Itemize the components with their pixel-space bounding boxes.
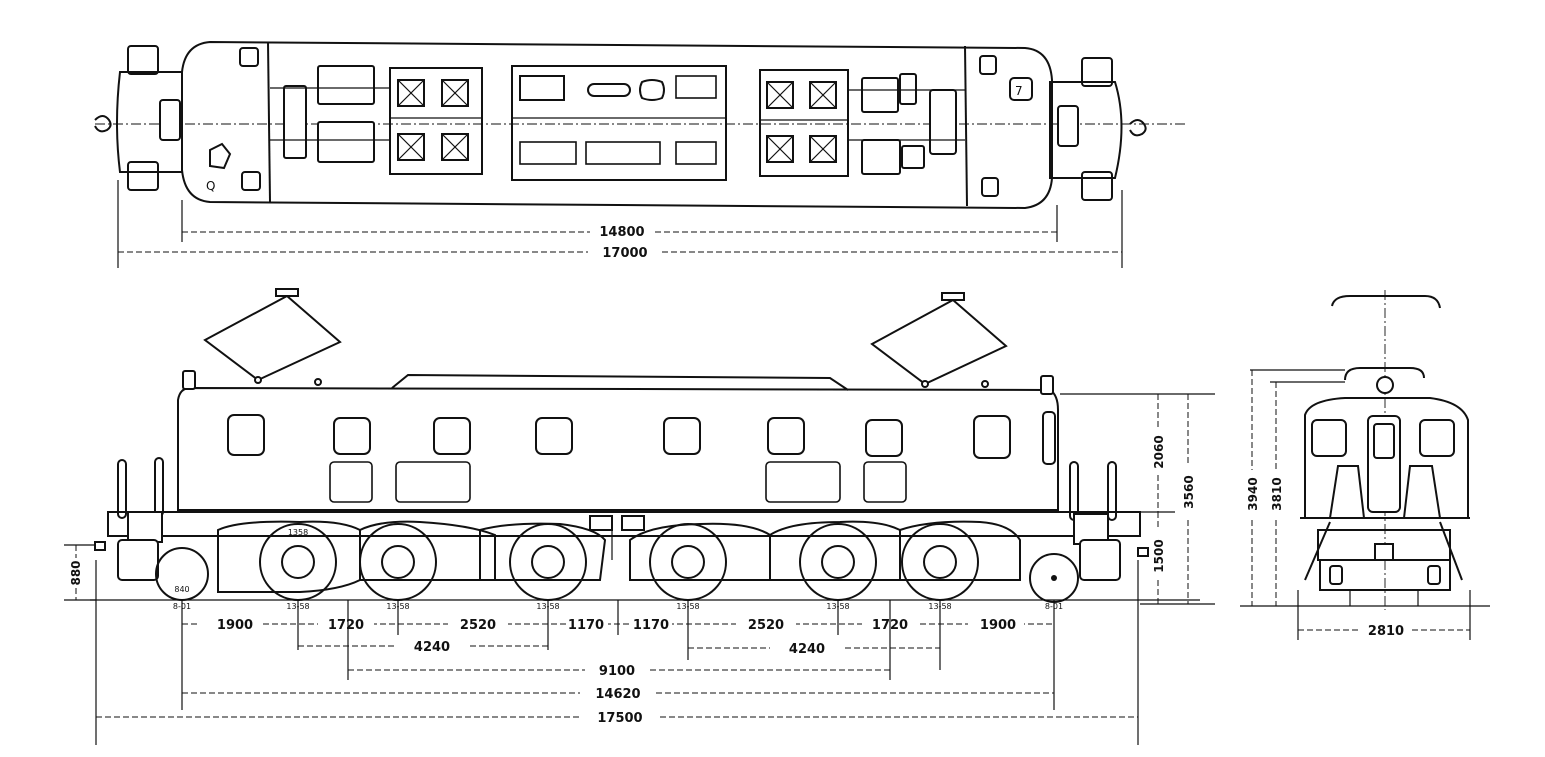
- dim-bogie-centres: 9100: [599, 664, 635, 679]
- dim-row-bogie-base: 4240 4240: [298, 640, 940, 657]
- buffer-beam-left: [127, 511, 163, 543]
- underframe: [107, 511, 1141, 537]
- equipment-right: [848, 73, 965, 175]
- side-coupler-height: 880: [64, 544, 96, 601]
- dim-body-length: 14800: [599, 225, 644, 240]
- plan-dim-overall: 17000: [117, 180, 1123, 268]
- dim-axle3-to-centre: 1170: [568, 618, 604, 633]
- side-windows: [227, 411, 1056, 465]
- dim-row-bogie-centres: 9100: [347, 600, 891, 680]
- dim-roof-height: 3560: [1182, 475, 1196, 508]
- dim-length-over-couplers: 17500: [597, 711, 642, 726]
- pilot-truck-frame-right: [1079, 539, 1121, 581]
- dim-row-wheelbase: 14620: [182, 687, 1054, 702]
- dim-axle2-to-axle3: 2520: [460, 618, 496, 633]
- dim-bogie-base-right: 4240: [789, 642, 825, 657]
- dim-row-axles: 1900 1720 2520 1170 1170 2520 1720 1900: [181, 600, 1055, 710]
- dim-pantograph-height: 3940: [1246, 477, 1260, 510]
- end-view: 3940 3810 2810: [1240, 290, 1490, 640]
- coupler-left-icon: [94, 115, 112, 133]
- pantograph-right: [870, 292, 1008, 388]
- plan-body-outline: [181, 40, 1053, 210]
- dim-pilot-to-axle1: 1900: [217, 618, 253, 633]
- handbrake-wheel-icon: [209, 142, 232, 170]
- dim-frame-height: 1500: [1152, 539, 1166, 572]
- dim-overall-length: 17000: [602, 246, 647, 261]
- coupler-right-side-icon: [1137, 547, 1149, 557]
- end-pantograph-base: [1344, 367, 1425, 381]
- resistor-block-left: [389, 67, 483, 175]
- wheel-label-pilot-left: 840: [174, 585, 189, 594]
- pilot-truck-frame-left: [117, 539, 159, 581]
- dim-roof-height-end: 3810: [1270, 477, 1284, 510]
- dim-coupler-height: 880: [69, 560, 83, 585]
- plan-view: Q 7: [94, 40, 1185, 268]
- cab-bulkhead-right: [964, 45, 968, 207]
- right-end-beam: [1049, 57, 1123, 201]
- dim-width: 2810: [1368, 624, 1404, 639]
- end-window-left: [1311, 419, 1347, 457]
- end-body-outline: [1304, 397, 1469, 519]
- end-window-right: [1419, 419, 1455, 457]
- side-louvres: [329, 461, 907, 503]
- dim-axle4-to-axle5: 2520: [748, 618, 784, 633]
- cab-mark-right: 7: [1015, 84, 1023, 98]
- dim-body-height: 2060: [1152, 435, 1166, 468]
- equipment-left: [270, 65, 390, 163]
- end-pantograph-head: [1331, 295, 1441, 309]
- centre-equipment: [511, 65, 727, 181]
- intermediate-coupling: [589, 515, 645, 560]
- svg-text:1358: 1358: [288, 528, 308, 537]
- side-vertical-dims: 2060 1500 3560: [1060, 393, 1215, 605]
- marker-light-left: [182, 370, 196, 390]
- left-end-beam: [116, 45, 183, 191]
- side-view: 840 1358 8-01 13-58 13-58 13-58 13-58 13…: [64, 288, 1215, 745]
- cab-mark-left: Q: [206, 179, 215, 193]
- dim-row-overall: 17500: [95, 560, 1139, 745]
- coupler-right-icon: [1129, 119, 1147, 137]
- dim-axle1-to-axle2: 1720: [328, 618, 364, 633]
- dim-axle6-to-pilot: 1900: [980, 618, 1016, 633]
- marker-light-right: [1040, 375, 1054, 395]
- bogie-frames: [217, 520, 1021, 593]
- coupler-left-side-icon: [94, 541, 106, 551]
- pantograph-left: [203, 288, 342, 386]
- dim-centre-to-axle4: 1170: [633, 618, 669, 633]
- resistor-block-right: [759, 69, 849, 177]
- cab-bulkhead-left: [267, 41, 271, 203]
- dim-bogie-base-left: 4240: [414, 640, 450, 655]
- right-cab: 7: [979, 55, 1033, 197]
- roof-hatch: [391, 373, 849, 391]
- carbody-side: [177, 386, 1059, 511]
- plan-dim-body: 14800: [181, 200, 1058, 242]
- dim-wheelbase-total: 14620: [595, 687, 640, 702]
- left-cab: Q: [206, 47, 261, 193]
